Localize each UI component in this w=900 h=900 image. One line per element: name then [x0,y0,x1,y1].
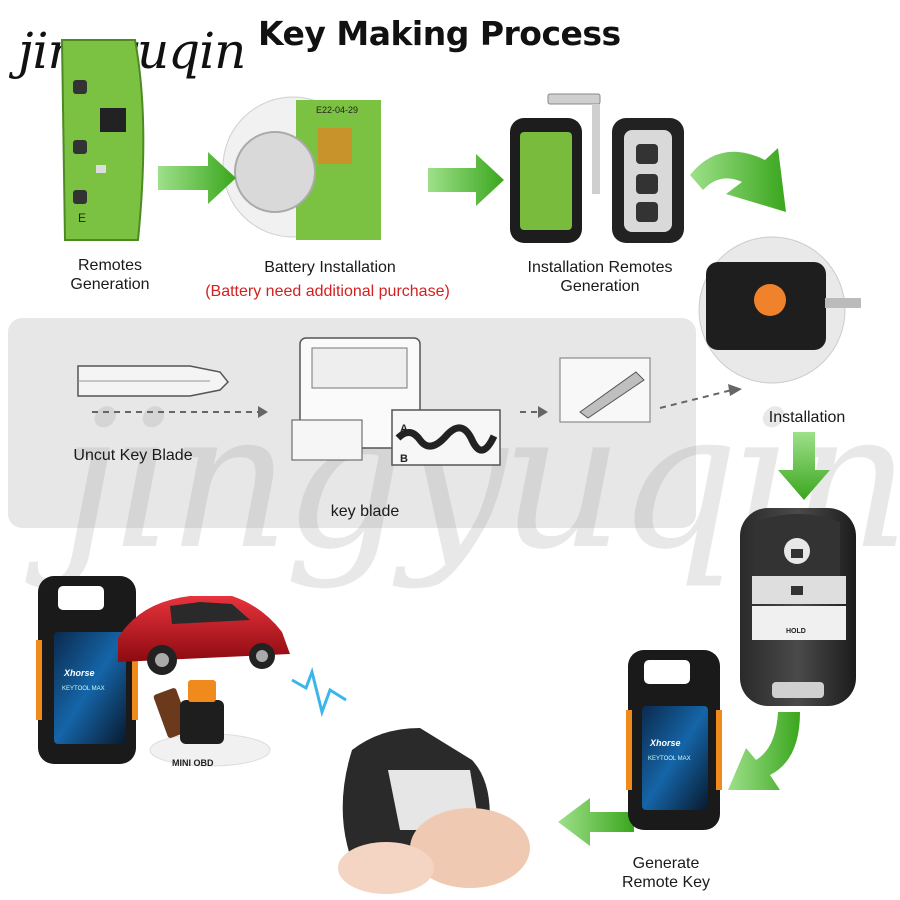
key-cutting-machine [291,337,421,461]
label-battery-note: (Battery need additional purchase) [205,283,450,300]
device-model-right: KEYTOOL MAX [648,756,691,762]
arrow-2 [428,154,504,206]
keytool-max-device-left: Xhorse KEYTOOL MAX [36,576,138,764]
battery-date-text: E22-04-29 [316,105,358,115]
label-remotes-generation: Remotes Generation [70,257,150,293]
flow-line [92,389,733,413]
pcb-board: E [60,39,145,241]
arrow-4 [778,432,830,500]
page-title: Key Making Process [258,14,621,53]
label-uncut-key-blade: Uncut Key Blade [73,447,193,464]
arrow-6 [558,798,634,846]
label-generate-remote-key: Generate Remote Key [621,855,711,891]
arrow-1 [158,152,236,204]
hand-with-key-fob [338,728,530,894]
device-model-left: KEYTOOL MAX [62,686,105,692]
cut-depth-diagram: A B [391,409,501,466]
mini-obd-device: MINI OBD [149,680,271,768]
label-installation: Installation [768,409,846,426]
arrow-3 [690,148,786,212]
installation-image [698,236,861,384]
opened-key-shells [510,93,684,243]
signal-wave [291,666,347,718]
label-installation-remotes-generation: Installation Remotes Generation [527,259,673,295]
hold-label: HOLD [786,628,806,635]
red-car [118,596,290,675]
device-brand-right: Xhorse [649,738,681,748]
device-brand-left: Xhorse [63,668,95,678]
smart-key-fob: HOLD [740,508,856,706]
label-key-blade: key blade [330,503,400,520]
arrow-5 [728,712,800,790]
mini-obd-label: MINI OBD [172,758,214,768]
uncut-key-blade [77,365,230,397]
keytool-max-device-right: Xhorse KEYTOOL MAX [626,650,722,830]
battery-image: E22-04-29 [222,96,381,240]
svg-text:E: E [78,211,86,225]
cut-key-image [559,357,651,423]
label-battery-installation: Battery Installation [264,259,396,276]
row-a-label: A [400,423,408,435]
row-b-label: B [400,453,408,465]
